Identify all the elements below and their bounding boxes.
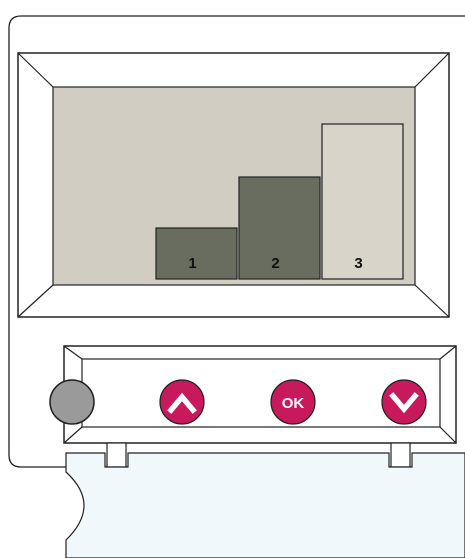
connector-tab-right — [391, 443, 410, 467]
connector-tab-left — [107, 443, 126, 467]
insert-card — [66, 453, 465, 558]
level-bar-label-3: 3 — [354, 255, 362, 272]
ok-button[interactable]: OK — [271, 380, 315, 424]
status-indicator-light — [50, 380, 94, 424]
down-button[interactable] — [382, 380, 426, 424]
ok-button-label: OK — [282, 395, 305, 412]
up-button[interactable] — [160, 380, 204, 424]
level-bar-label-2: 2 — [271, 255, 279, 272]
level-bar-label-1: 1 — [188, 255, 196, 272]
